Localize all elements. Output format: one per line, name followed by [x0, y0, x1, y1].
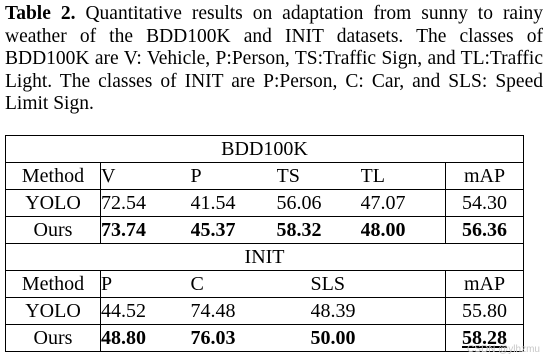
bdd100k-table: BDD100K Method V P TS TL mAP YOLO 72.54 …	[5, 135, 525, 244]
cell-p: 45.37	[190, 216, 277, 244]
header-map: mAP	[445, 162, 524, 190]
cell-sls: 50.00	[310, 324, 446, 352]
caption-text: Quantitative results on adaptation from …	[5, 3, 544, 115]
cell-map: 55.80	[445, 297, 524, 325]
cell-tl: 48.00	[360, 216, 446, 244]
cell-p: 44.52	[100, 297, 191, 325]
table-row: YOLO 72.54 41.54 56.06 47.07 54.30	[5, 189, 524, 217]
method-yolo: YOLO	[5, 297, 101, 325]
header-tl: TL	[360, 162, 446, 190]
init-table: INIT Method P C SLS mAP YOLO 44.52 74.48…	[5, 243, 525, 352]
cell-map: 58.28	[445, 324, 524, 352]
table-row: YOLO 44.52 74.48 48.39 55.80	[5, 297, 524, 325]
init-title: INIT	[244, 246, 285, 268]
cell-map: 56.36	[445, 216, 524, 244]
init-header-row: Method P C SLS mAP	[5, 270, 524, 298]
cell-p: 41.54	[190, 189, 277, 217]
cell-c: 76.03	[190, 324, 311, 352]
method-ours: Ours	[5, 324, 101, 352]
header-map: mAP	[445, 270, 524, 298]
header-p: P	[190, 162, 277, 190]
bdd100k-title-row: BDD100K	[6, 136, 524, 163]
header-method: Method	[5, 270, 101, 298]
header-sls: SLS	[310, 270, 446, 298]
cell-map: 54.30	[445, 189, 524, 217]
bdd100k-title: BDD100K	[221, 138, 308, 160]
method-yolo: YOLO	[5, 189, 101, 217]
cell-tl: 47.07	[360, 189, 446, 217]
header-c: C	[190, 270, 311, 298]
init-title-row: INIT	[6, 244, 524, 271]
cell-v: 73.74	[100, 216, 191, 244]
header-ts: TS	[276, 162, 361, 190]
cell-sls: 48.39	[310, 297, 446, 325]
header-v: V	[100, 162, 191, 190]
watermark: CSDN @ylhzmu	[467, 344, 540, 355]
cell-p: 48.80	[100, 324, 191, 352]
bdd100k-header-row: Method V P TS TL mAP	[5, 162, 524, 190]
cell-ts: 58.32	[276, 216, 361, 244]
caption-label: Table 2.	[5, 3, 76, 24]
method-ours: Ours	[5, 216, 101, 244]
header-p: P	[100, 270, 191, 298]
table-row: Ours 73.74 45.37 58.32 48.00 56.36	[5, 216, 524, 244]
cell-v: 72.54	[100, 189, 191, 217]
cell-ts: 56.06	[276, 189, 361, 217]
header-method: Method	[5, 162, 101, 190]
cell-c: 74.48	[190, 297, 311, 325]
table-row: Ours 48.80 76.03 50.00 58.28	[5, 324, 524, 352]
table-caption: Table 2. Quantitative results on adaptat…	[5, 3, 543, 116]
